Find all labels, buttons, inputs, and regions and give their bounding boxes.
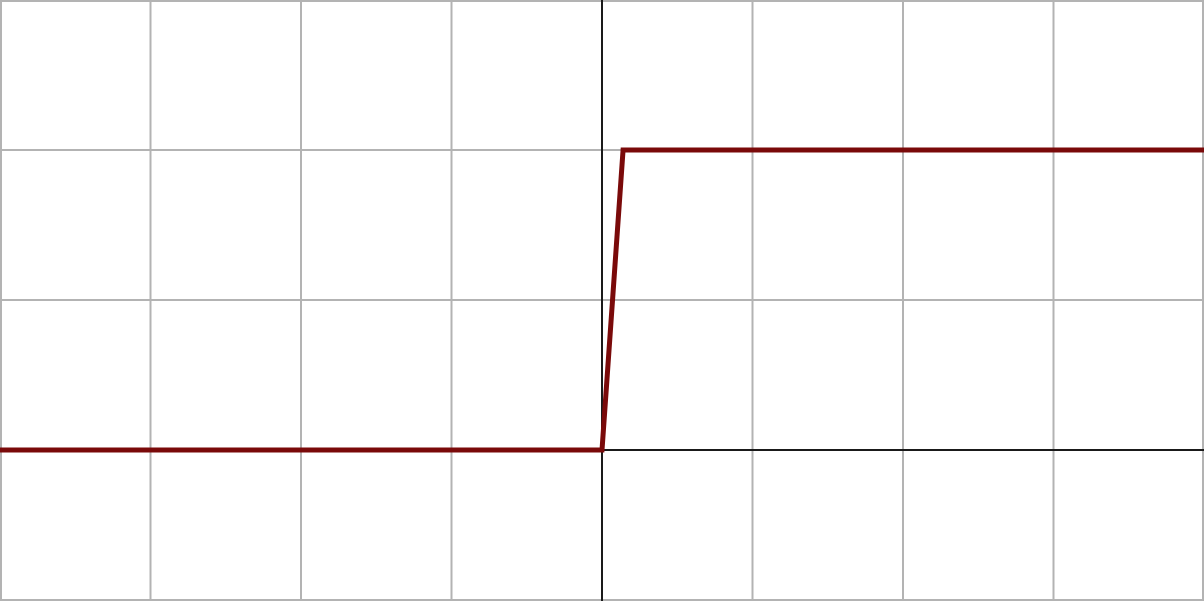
series-group	[0, 147, 1204, 453]
series-line-0	[0, 147, 1204, 453]
